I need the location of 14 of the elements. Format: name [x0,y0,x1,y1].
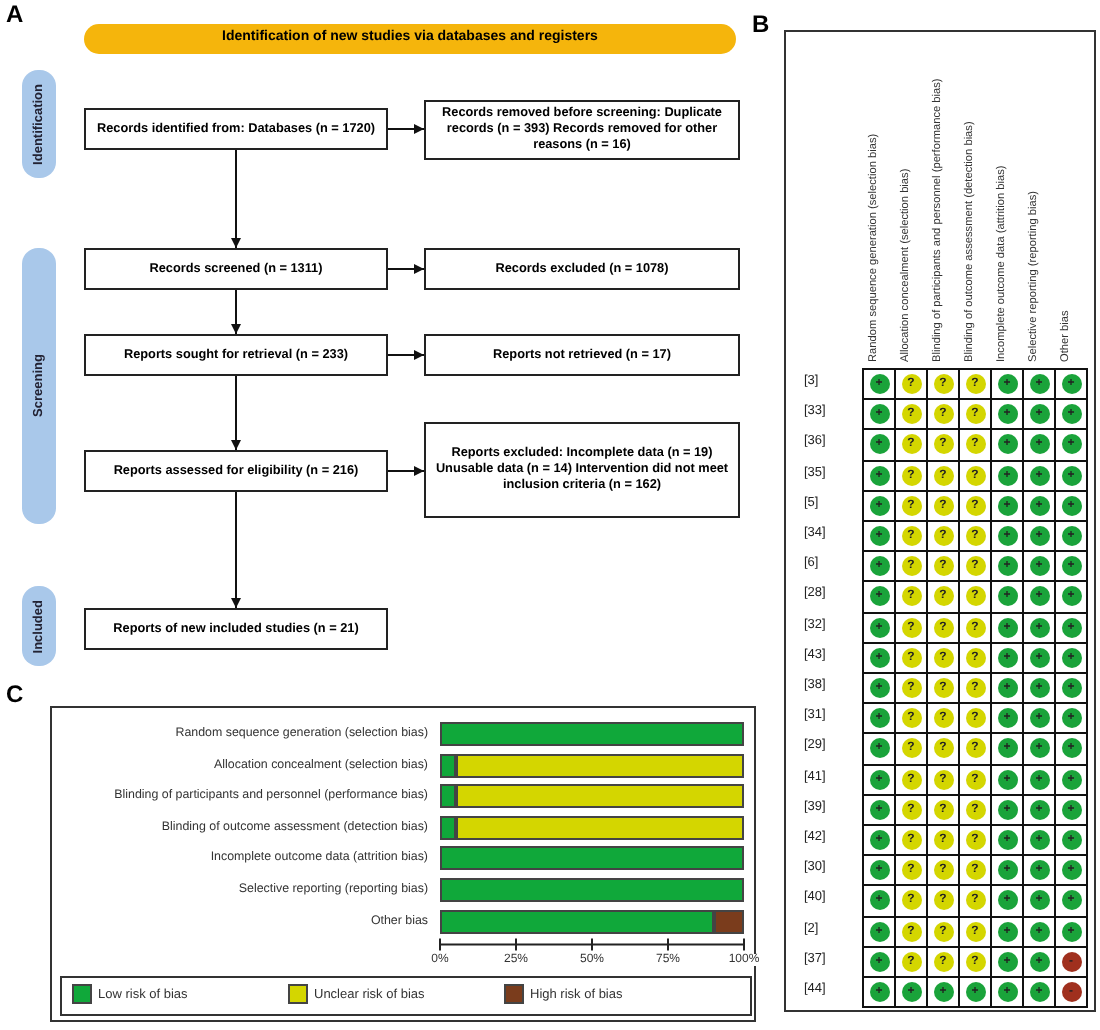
arrow [231,375,241,451]
arrow [387,466,425,476]
panel-letter: C [6,680,24,708]
phase-band [22,586,56,666]
arrow [387,264,425,274]
arrow [231,491,241,609]
arrow [231,149,241,249]
arrow [387,124,425,134]
phase-band [22,70,56,178]
arrow [231,289,241,335]
panel-letter: B [752,10,770,38]
arrow [387,350,425,360]
panel-letter: A [6,0,24,28]
phase-band [22,248,56,524]
